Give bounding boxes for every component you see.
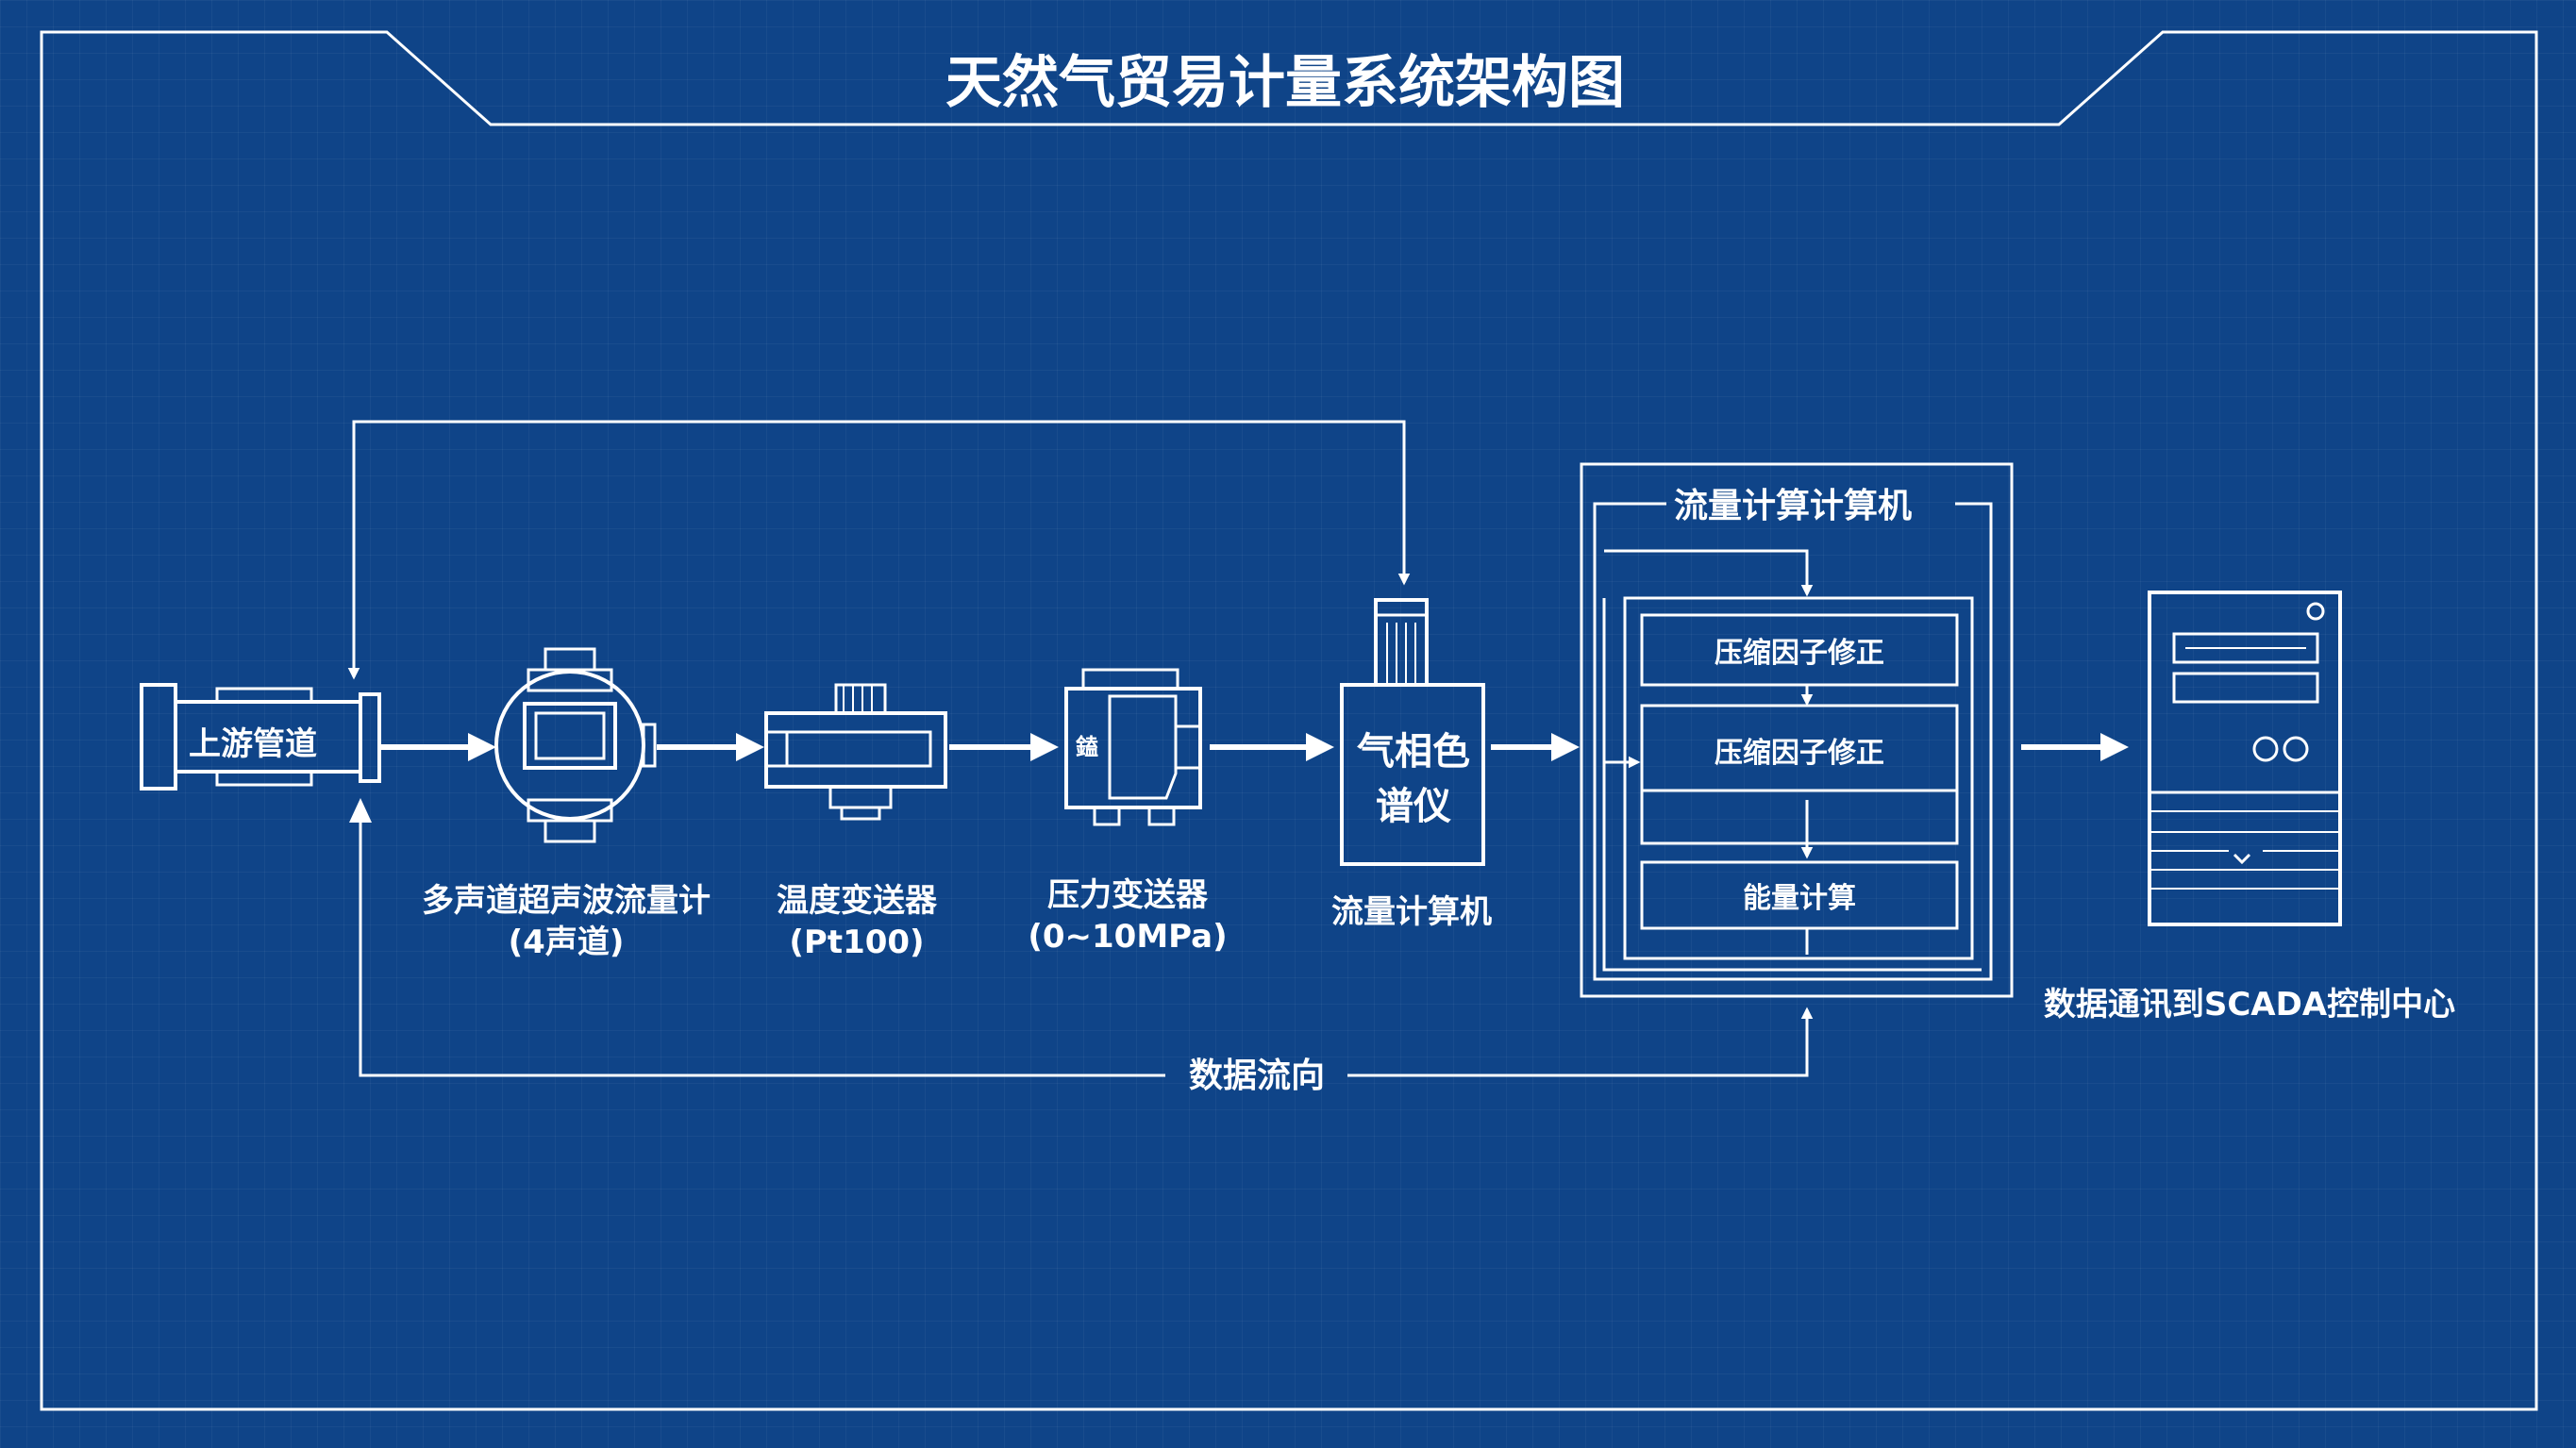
ultrasonic-meter-icon [494, 647, 657, 843]
data-flow-label: 数据流向 [1189, 1057, 1325, 1095]
outer-frame [40, 30, 2538, 1411]
bottom-flow-arrow-up [349, 798, 372, 823]
server-icon [2148, 591, 2342, 926]
bottom-flow-line-right [1347, 1007, 1814, 1077]
pressure-transmitter-label: 压力变送器 [1047, 876, 1209, 914]
temp-transmitter-sublabel: (Pt100) [789, 924, 924, 961]
bottom-flow-line [359, 802, 1165, 1077]
pipe-icon [140, 683, 381, 791]
flow-step-2: 压缩因子修正 [1715, 737, 1884, 770]
pressure-transmitter-icon [1064, 668, 1202, 826]
temp-transmitter-label: 温度变送器 [777, 882, 938, 920]
flow-step-3: 能量计算 [1743, 882, 1856, 915]
ultrasonic-meter-sublabel: (4声道) [509, 924, 625, 961]
gas-chromatograph-icon [1340, 598, 1485, 866]
page-title: 天然气贸易计量系统架构图 [945, 50, 1625, 116]
gas-chromatograph-label: 气相色 [1357, 730, 1470, 774]
upstream-pipe-label: 上游管道 [189, 725, 317, 763]
gas-chromatograph-caption: 流量计算机 [1331, 893, 1492, 931]
ultrasonic-meter-label: 多声道超声波流量计 [422, 882, 711, 920]
flow-computer-title: 流量计算计算机 [1674, 487, 1912, 525]
pressure-transmitter-sublabel: (0~10MPa) [1028, 918, 1227, 956]
flow-computer-block [1580, 462, 2014, 998]
pressure-transmitter-mark: 鎑 [1076, 734, 1098, 760]
temperature-transmitter-icon [764, 683, 947, 821]
gas-chromatograph-sublabel: 谱仪 [1376, 785, 1451, 828]
top-loop-line [347, 420, 1411, 680]
flow-step-1: 压缩因子修正 [1715, 637, 1884, 670]
scada-caption: 数据通讯到SCADA控制中心 [2044, 986, 2455, 1024]
